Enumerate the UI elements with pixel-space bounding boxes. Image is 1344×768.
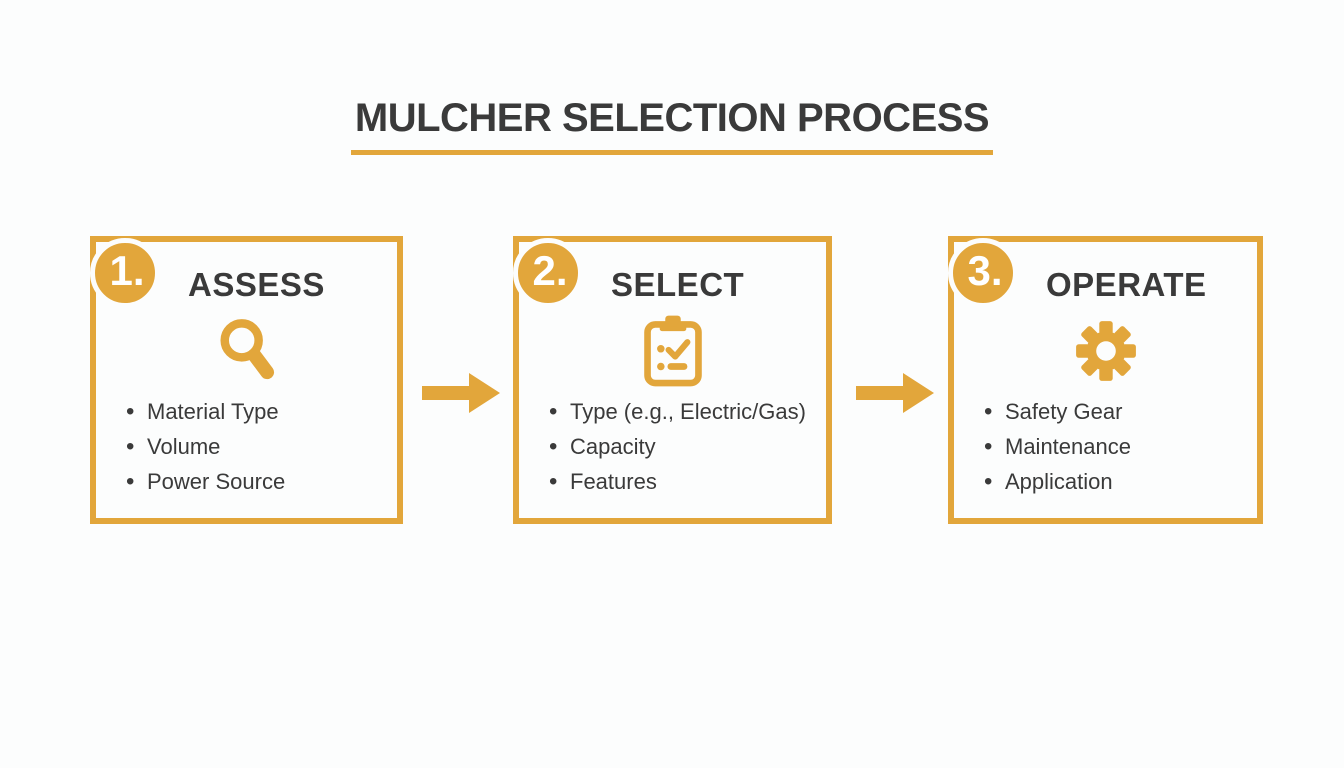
checklist-icon <box>519 310 826 392</box>
step-number-badge-2: 2. <box>513 238 583 308</box>
step-bullets-operate: Safety Gear Maintenance Application <box>982 394 1253 499</box>
step-number-badge-3: 3. <box>948 238 1018 308</box>
step-bullets-select: Type (e.g., Electric/Gas) Capacity Featu… <box>547 394 822 499</box>
list-item: Power Source <box>124 464 393 499</box>
step-title-select: SELECT <box>611 266 745 303</box>
list-item: Safety Gear <box>982 394 1253 429</box>
arrow-right-icon <box>856 373 934 413</box>
step-number-badge-1: 1. <box>90 238 160 308</box>
search-icon <box>96 310 397 392</box>
arrow-right-icon <box>422 373 500 413</box>
step-box-assess: 1. ASSESS Material Type Volume Power Sou… <box>90 236 403 524</box>
list-item: Features <box>547 464 822 499</box>
step-title-operate: OPERATE <box>1046 266 1207 303</box>
header: MULCHER SELECTION PROCESS <box>0 96 1344 155</box>
step-bullets-assess: Material Type Volume Power Source <box>124 394 393 499</box>
page-title: MULCHER SELECTION PROCESS <box>350 96 994 155</box>
step-number-label: 2. <box>532 247 568 294</box>
step-number-label: 3. <box>967 247 1003 294</box>
list-item: Type (e.g., Electric/Gas) <box>547 394 822 429</box>
step-box-select: 2. SELECT Type (e.g., Electric/Gas) Capa… <box>513 236 832 524</box>
step-box-operate: 3. OPERATE <box>948 236 1263 524</box>
list-item: Maintenance <box>982 429 1253 464</box>
gear-icon <box>954 310 1257 392</box>
step-title-assess: ASSESS <box>188 266 325 303</box>
step-number-label: 1. <box>109 247 145 294</box>
list-item: Application <box>982 464 1253 499</box>
list-item: Capacity <box>547 429 822 464</box>
list-item: Volume <box>124 429 393 464</box>
list-item: Material Type <box>124 394 393 429</box>
